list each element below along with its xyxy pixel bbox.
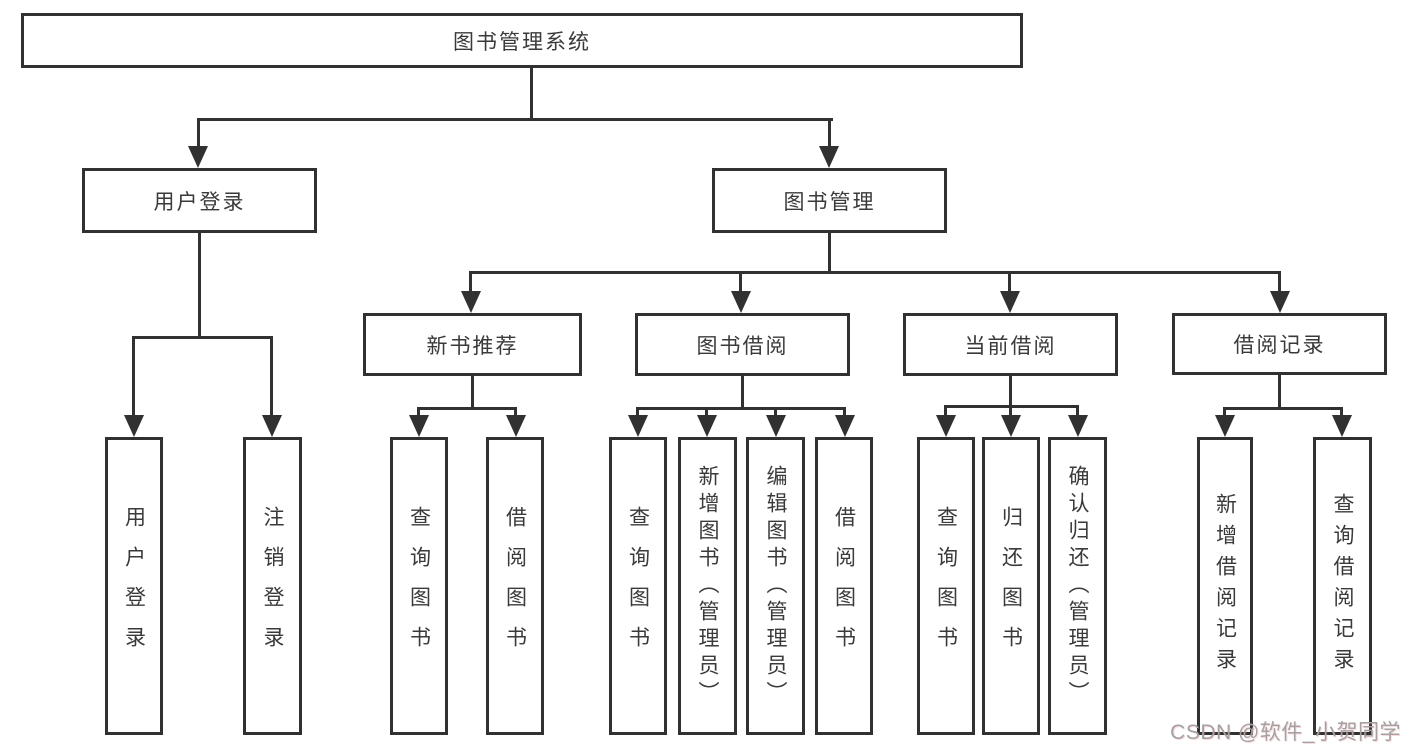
connector-line <box>514 407 517 417</box>
arrowhead-icon <box>409 415 429 437</box>
leaf-query-books-1-label: 查询图书 <box>407 506 431 666</box>
leaf-user-login: 用户登录 <box>105 437 163 735</box>
arrowhead-icon <box>936 415 956 437</box>
node-borrow-records: 借阅记录 <box>1172 313 1387 375</box>
arrowhead-icon <box>766 415 786 437</box>
arrowhead-icon <box>731 291 751 313</box>
connector-line <box>705 407 708 417</box>
connector-line <box>636 407 639 417</box>
leaf-query-books-3: 查询图书 <box>917 437 975 735</box>
connector-line <box>1076 405 1079 417</box>
connector-line <box>944 405 947 417</box>
connector-line <box>1009 376 1012 405</box>
arrowhead-icon <box>1215 415 1235 437</box>
connector-line <box>1223 407 1226 417</box>
leaf-return-book: 归还图书 <box>982 437 1040 735</box>
leaf-query-books-3-label: 查询图书 <box>934 506 958 666</box>
connector-line <box>1278 271 1281 293</box>
leaf-confirm-return-admin-label: 确认归还（管理员） <box>1066 464 1089 708</box>
leaf-borrow-books-2-label: 借阅图书 <box>832 506 856 666</box>
connector-line <box>197 118 200 148</box>
connector-line <box>417 407 420 417</box>
connector-line <box>636 407 846 410</box>
leaf-add-book-admin-label: 新增图书（管理员） <box>696 464 719 708</box>
leaf-logout: 注销登录 <box>243 437 302 735</box>
leaf-add-book-admin: 新增图书（管理员） <box>678 437 737 735</box>
connector-line <box>132 336 135 416</box>
node-root: 图书管理系统 <box>21 13 1023 68</box>
connector-line <box>198 233 201 336</box>
leaf-user-login-label: 用户登录 <box>122 506 146 666</box>
leaf-logout-label: 注销登录 <box>261 506 284 666</box>
connector-line <box>828 118 831 148</box>
connector-line <box>1278 375 1281 407</box>
connector-line <box>270 336 273 416</box>
arrowhead-icon <box>1001 415 1021 437</box>
connector-line <box>471 376 474 407</box>
leaf-borrow-books-1-label: 借阅图书 <box>503 506 527 666</box>
connector-line <box>197 118 833 121</box>
node-user-login-label: 用户登录 <box>153 190 246 214</box>
node-borrow-records-label: 借阅记录 <box>1233 334 1326 357</box>
leaf-query-borrow-record-label: 查询借阅记录 <box>1331 493 1354 679</box>
connector-line <box>132 336 273 339</box>
arrowhead-icon <box>697 415 717 437</box>
leaf-add-borrow-record: 新增借阅记录 <box>1197 437 1253 735</box>
arrowhead-icon <box>1270 291 1290 313</box>
connector-line <box>530 68 533 120</box>
arrowhead-icon <box>819 146 839 168</box>
connector-line <box>417 407 517 410</box>
arrowhead-icon <box>124 415 144 437</box>
node-book-management-label: 图书管理 <box>783 190 876 214</box>
leaf-query-books-1: 查询图书 <box>390 437 448 735</box>
leaf-query-books-2: 查询图书 <box>609 437 667 735</box>
leaf-confirm-return-admin: 确认归还（管理员） <box>1048 437 1107 735</box>
leaf-add-borrow-record-label: 新增借阅记录 <box>1213 493 1237 679</box>
arrowhead-icon <box>628 415 648 437</box>
node-book-borrow: 图书借阅 <box>635 313 850 376</box>
arrowhead-icon <box>1000 291 1020 313</box>
leaf-borrow-books-2: 借阅图书 <box>815 437 873 735</box>
connector-line <box>843 407 846 417</box>
leaf-query-borrow-record: 查询借阅记录 <box>1313 437 1372 735</box>
leaf-return-book-label: 归还图书 <box>999 506 1023 666</box>
connector-line <box>828 233 831 271</box>
connector-line <box>1223 407 1343 410</box>
node-current-borrow-label: 当前借阅 <box>964 334 1057 358</box>
arrowhead-icon <box>1332 415 1352 437</box>
leaf-edit-book-admin-label: 编辑图书（管理员） <box>764 464 787 708</box>
leaf-edit-book-admin: 编辑图书（管理员） <box>746 437 805 735</box>
csdn-watermark: CSDN @软件_小贺同学 <box>1170 721 1401 744</box>
node-user-login: 用户登录 <box>82 168 317 233</box>
connector-line <box>469 271 1281 274</box>
connector-line <box>1340 407 1343 417</box>
arrowhead-icon <box>262 415 282 437</box>
arrowhead-icon <box>188 146 208 168</box>
arrowhead-icon <box>461 291 481 313</box>
node-new-book-recommend-label: 新书推荐 <box>426 334 519 358</box>
connector-line <box>774 407 777 417</box>
connector-line <box>739 271 742 293</box>
leaf-query-books-2-label: 查询图书 <box>626 506 650 666</box>
node-root-label: 图书管理系统 <box>453 30 591 54</box>
arrowhead-icon <box>835 415 855 437</box>
connector-line <box>741 376 744 407</box>
node-book-borrow-label: 图书借阅 <box>696 334 789 358</box>
connector-line <box>1009 405 1012 417</box>
node-book-management: 图书管理 <box>712 168 947 233</box>
leaf-borrow-books-1: 借阅图书 <box>486 437 544 735</box>
arrowhead-icon <box>1068 415 1088 437</box>
connector-line <box>1008 271 1011 293</box>
arrowhead-icon <box>506 415 526 437</box>
connector-line <box>469 271 472 293</box>
node-new-book-recommend: 新书推荐 <box>363 313 582 376</box>
node-current-borrow: 当前借阅 <box>903 313 1118 376</box>
